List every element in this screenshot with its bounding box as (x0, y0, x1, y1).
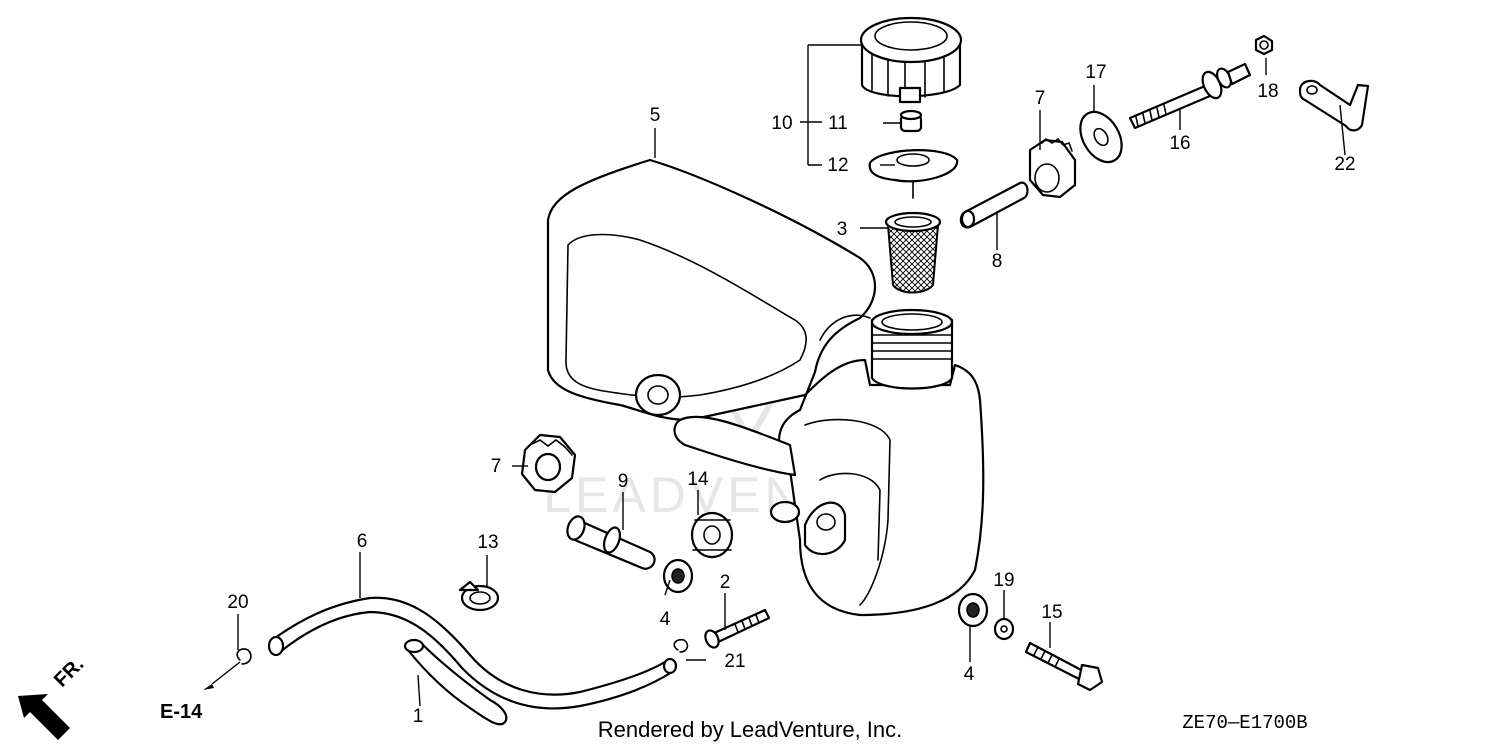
callout-13: 13 (477, 532, 498, 553)
callout-5: 5 (650, 105, 661, 126)
fuel-strainer (884, 211, 942, 294)
fuel-tube-6 (267, 596, 678, 710)
stay-22 (1298, 79, 1370, 132)
callout-7-upper: 7 (1035, 88, 1046, 109)
callout-17: 17 (1085, 62, 1106, 83)
collar-8 (959, 181, 1029, 229)
fuel-tank (546, 158, 985, 617)
callout-4-left: 4 (660, 609, 671, 630)
bolt-16 (1128, 62, 1252, 130)
front-direction-arrow: FR. (18, 653, 88, 740)
grommet-4-left (662, 558, 694, 594)
callout-6: 6 (357, 531, 368, 552)
callout-10: 10 (771, 113, 792, 134)
washer-19 (993, 617, 1015, 641)
grommet-4-right (957, 592, 989, 628)
bolt-2 (704, 608, 771, 649)
callout-19: 19 (993, 570, 1014, 591)
footer-rendered-by: Rendered by LeadVenture, Inc. (598, 717, 903, 742)
clip-21 (673, 638, 689, 653)
callout-2: 2 (720, 572, 731, 593)
fuel-tube-1 (403, 638, 508, 726)
washer-17 (1079, 110, 1123, 164)
callout-labels: 1 2 3 4 4 5 6 7 7 8 9 10 11 12 13 14 15 … (227, 62, 1355, 727)
leader-lines (203, 44, 1346, 707)
callout-11: 11 (828, 113, 848, 134)
cap-packing (868, 149, 959, 199)
grommet-7-upper (1028, 137, 1077, 199)
callout-15: 15 (1041, 602, 1062, 623)
callout-3: 3 (837, 219, 848, 240)
cap-vent (899, 109, 923, 133)
callout-4-right: 4 (964, 664, 975, 685)
callout-7-lower: 7 (491, 456, 502, 477)
nut-18 (1254, 34, 1274, 56)
callout-20: 20 (227, 592, 248, 613)
bolt-15 (1024, 641, 1104, 692)
callout-16: 16 (1169, 133, 1190, 154)
front-label: FR. (50, 653, 88, 691)
joint-9 (566, 515, 656, 570)
callout-14: 14 (687, 469, 709, 490)
clip-13 (458, 580, 500, 612)
diagram-code: ZE70—E1700B (1182, 712, 1307, 734)
grommet-14 (690, 511, 734, 559)
callout-9: 9 (618, 471, 629, 492)
clip-20 (236, 648, 252, 665)
callout-8: 8 (992, 251, 1003, 272)
callout-21: 21 (724, 651, 745, 672)
section-ref: E-14 (160, 701, 203, 723)
callout-12: 12 (827, 155, 848, 176)
callout-22: 22 (1334, 154, 1355, 175)
callout-18: 18 (1257, 81, 1278, 102)
fuel-cap (859, 16, 963, 104)
grommet-7-lower (520, 433, 577, 494)
callout-1: 1 (413, 706, 424, 727)
